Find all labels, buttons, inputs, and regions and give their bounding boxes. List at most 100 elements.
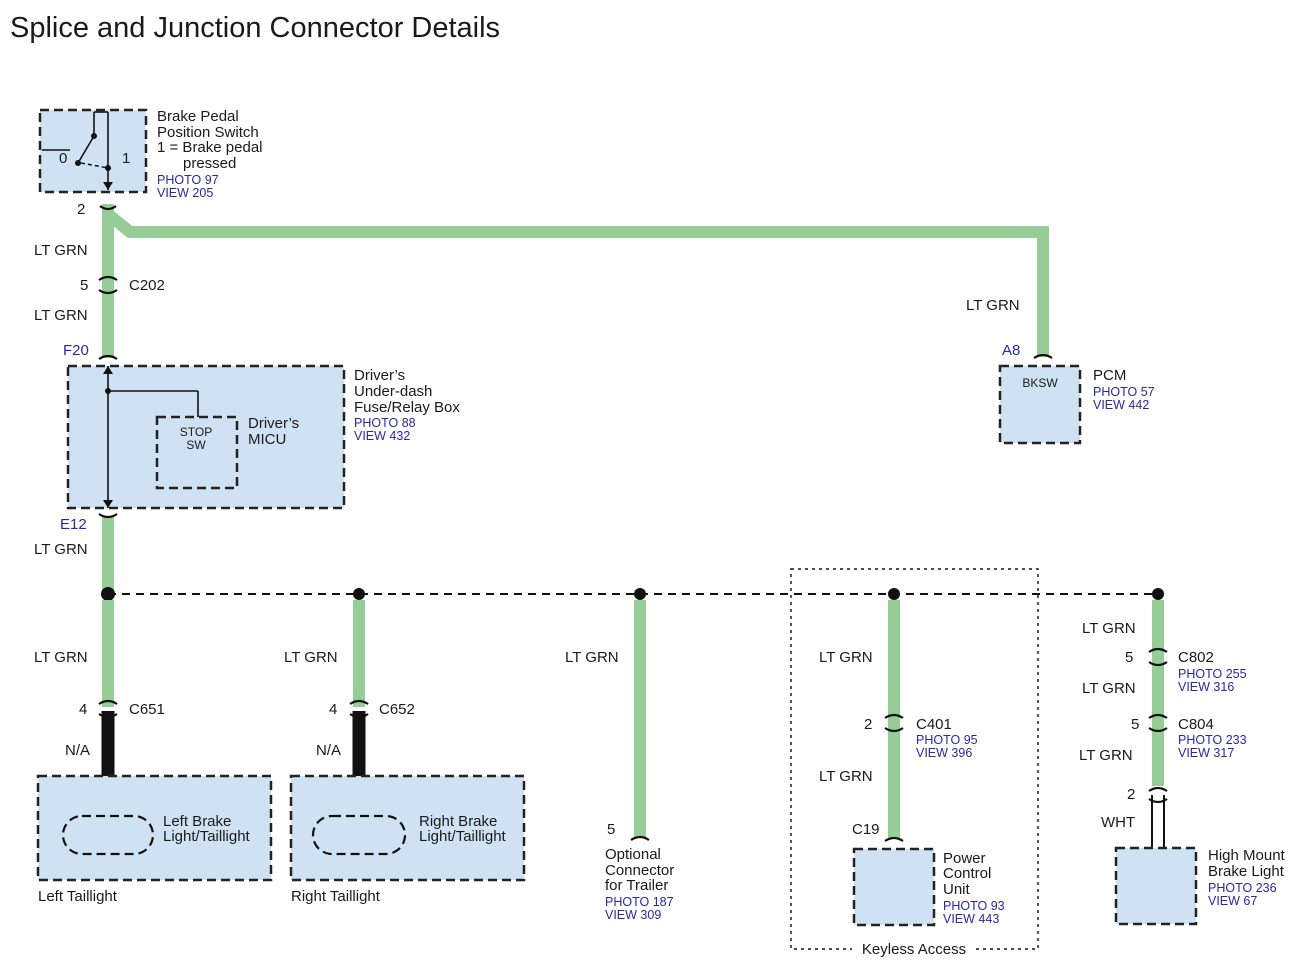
left-taillight-box xyxy=(36,774,273,882)
left-light-name1: Left Brake xyxy=(163,813,231,830)
fuse-box-view[interactable]: VIEW 432 xyxy=(354,429,410,443)
pcu-pin: C19 xyxy=(852,821,880,838)
brake-switch-box xyxy=(38,108,148,194)
fuse-box-photo[interactable]: PHOTO 88 xyxy=(354,416,416,430)
pcm-pin: A8 xyxy=(1002,342,1020,359)
stop-sw-label2: SW xyxy=(186,438,206,452)
fuse-box-name1: Driver’s xyxy=(354,367,405,384)
hmsl-name2: Brake Light xyxy=(1208,863,1285,880)
trailer-name1: Optional xyxy=(605,846,661,863)
c202-pin: 5 xyxy=(80,277,88,294)
pcu-box xyxy=(852,847,936,927)
wire-color-label: N/A xyxy=(316,742,341,759)
c401-label: C401 xyxy=(916,716,952,733)
pcu-view[interactable]: VIEW 443 xyxy=(943,912,999,926)
splice-point xyxy=(888,588,900,600)
wire-color-label: LT GRN xyxy=(284,649,338,666)
left-taillight-label: Left Taillight xyxy=(38,888,118,905)
c802-pin: 5 xyxy=(1125,649,1133,666)
right-taillight-label: Right Taillight xyxy=(291,888,381,905)
c804-photo[interactable]: PHOTO 233 xyxy=(1178,733,1247,747)
brake-switch-note1: 1 = Brake pedal xyxy=(157,139,263,156)
pcu-photo[interactable]: PHOTO 93 xyxy=(943,899,1005,913)
hmsl-name1: High Mount xyxy=(1208,847,1286,864)
c401-pin: 2 xyxy=(864,716,872,733)
stop-sw-label1: STOP xyxy=(180,425,212,439)
wire-color-label: N/A xyxy=(65,742,90,759)
c802-photo[interactable]: PHOTO 255 xyxy=(1178,667,1247,681)
wire-color-label: WHT xyxy=(1101,814,1135,831)
trailer-pin: 5 xyxy=(607,821,615,838)
wire-color-label: LT GRN xyxy=(34,649,88,666)
trailer-name2: Connector xyxy=(605,862,674,879)
trailer-photo[interactable]: PHOTO 187 xyxy=(605,895,674,909)
splice-point xyxy=(634,588,646,600)
hmsl-photo[interactable]: PHOTO 236 xyxy=(1208,881,1277,895)
pcm-view[interactable]: VIEW 442 xyxy=(1093,398,1149,412)
stop-switch-box xyxy=(155,415,239,490)
hmsl-box xyxy=(1114,846,1198,926)
fuse-box-pin-e12: E12 xyxy=(60,516,87,533)
c804-pin: 5 xyxy=(1131,716,1139,733)
right-light-name2: Light/Taillight xyxy=(419,828,507,845)
hmsl-pin: 2 xyxy=(1127,786,1135,803)
switch-pos-1: 1 xyxy=(122,150,130,167)
bulb-icon xyxy=(311,814,407,856)
brake-switch-name1: Brake Pedal xyxy=(157,108,239,125)
brake-switch-view[interactable]: VIEW 205 xyxy=(157,186,213,200)
c802-view[interactable]: VIEW 316 xyxy=(1178,680,1234,694)
page-title: Splice and Junction Connector Details xyxy=(10,12,500,44)
trailer-view[interactable]: VIEW 309 xyxy=(605,908,661,922)
connector-symbols xyxy=(98,205,1168,842)
c804-view[interactable]: VIEW 317 xyxy=(1178,746,1234,760)
right-light-name1: Right Brake xyxy=(419,813,497,830)
pcm-box xyxy=(998,364,1082,445)
wire-color-label: LT GRN xyxy=(1079,747,1133,764)
wire-color-label: LT GRN xyxy=(1082,680,1136,697)
fuse-box-name3: Fuse/Relay Box xyxy=(354,399,460,416)
c652-pin: 4 xyxy=(329,701,337,718)
fuse-box-name2: Under-dash xyxy=(354,383,432,400)
c802-label: C802 xyxy=(1178,649,1214,666)
brake-switch-note2: pressed xyxy=(183,155,236,172)
wire-color-label: LT GRN xyxy=(34,541,88,558)
wire-color-label: LT GRN xyxy=(819,768,873,785)
hmsl-view[interactable]: VIEW 67 xyxy=(1208,894,1257,908)
c651-label: C651 xyxy=(129,701,165,718)
brake-switch-photo[interactable]: PHOTO 97 xyxy=(157,173,219,187)
switch-pos-0: 0 xyxy=(59,150,67,167)
wire-color-label: LT GRN xyxy=(819,649,873,666)
internal-wire-icon xyxy=(103,366,199,508)
wire-color-label: LT GRN xyxy=(966,297,1020,314)
c401-view[interactable]: VIEW 396 xyxy=(916,746,972,760)
trailer-name3: for Trailer xyxy=(605,877,668,894)
pcm-inner-label: BKSW xyxy=(1022,376,1058,390)
brake-switch-pin: 2 xyxy=(77,201,85,218)
pcm-photo[interactable]: PHOTO 57 xyxy=(1093,385,1155,399)
wire-color-label: LT GRN xyxy=(34,242,88,259)
splice-point xyxy=(1152,588,1164,600)
fuse-box-pin-f20: F20 xyxy=(63,342,89,359)
c651-pin: 4 xyxy=(79,701,87,718)
wire-color-label: LT GRN xyxy=(565,649,619,666)
micu-label1: Driver’s xyxy=(248,415,299,432)
left-light-name2: Light/Taillight xyxy=(163,828,251,845)
splice-point xyxy=(353,588,365,600)
pcu-name1: Power xyxy=(943,850,986,867)
c401-photo[interactable]: PHOTO 95 xyxy=(916,733,978,747)
c652-label: C652 xyxy=(379,701,415,718)
switch-symbol-icon xyxy=(42,111,113,190)
right-taillight-box xyxy=(289,774,526,882)
pcu-name3: Unit xyxy=(943,881,971,898)
wire-color-label: LT GRN xyxy=(34,307,88,324)
wire-color-label: LT GRN xyxy=(1082,620,1136,637)
pcm-name: PCM xyxy=(1093,367,1126,384)
micu-label2: MICU xyxy=(248,431,286,448)
keyless-access-label: Keyless Access xyxy=(862,941,966,958)
pcu-name2: Control xyxy=(943,865,991,882)
c202-label: C202 xyxy=(129,277,165,294)
c804-label: C804 xyxy=(1178,716,1214,733)
brake-switch-name2: Position Switch xyxy=(157,124,259,141)
splice-point xyxy=(101,587,115,601)
